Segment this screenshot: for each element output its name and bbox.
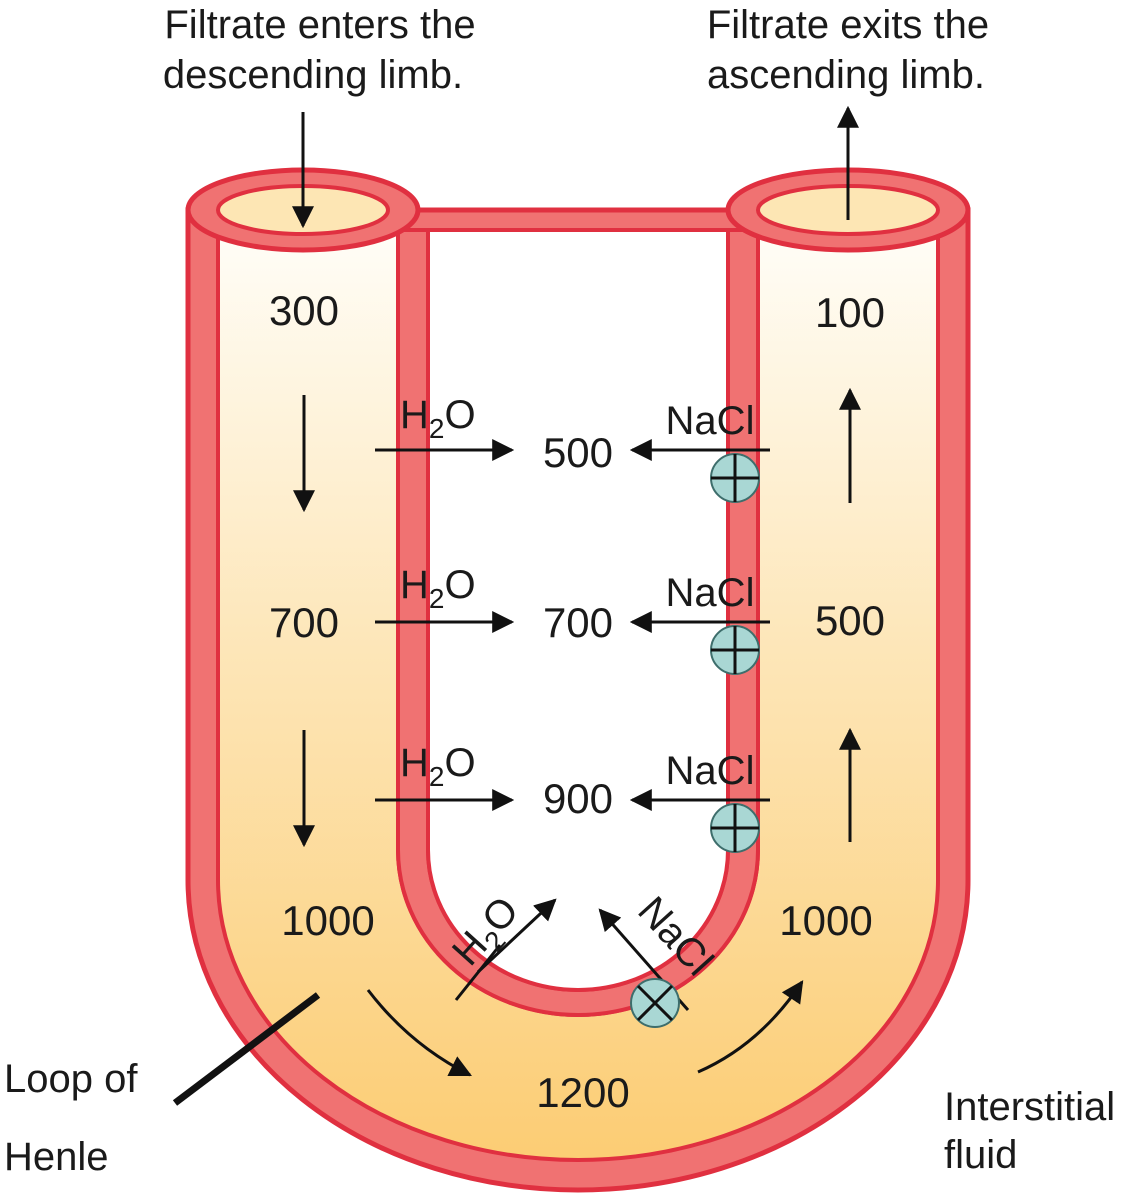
ascending-concentration: 500	[815, 597, 885, 644]
nacl-flux: NaCl	[629, 571, 770, 633]
svg-text:H2O: H2O	[400, 563, 476, 614]
svg-text:NaCl: NaCl	[666, 749, 755, 793]
bottom-flow-arrow	[697, 980, 804, 1074]
active-transport-pump-icon	[710, 803, 760, 853]
svg-text:H2O: H2O	[400, 393, 476, 444]
interstitial-concentration: 700	[543, 599, 613, 646]
exit-caption-line2: ascending limb.	[707, 53, 985, 97]
svg-text:NaCl: NaCl	[666, 571, 755, 615]
ascending-concentration: 1000	[779, 897, 872, 944]
interstitial-fluid-caption-line1: Interstitial	[944, 1085, 1115, 1129]
descending-concentration: 300	[269, 287, 339, 334]
water-flux: H2O	[375, 563, 515, 633]
bottom-flow-arrow	[366, 989, 472, 1077]
nacl-flux: NaCl	[629, 749, 770, 811]
loop-of-henle-caption-line2: Henle	[4, 1135, 109, 1179]
loop-pointer-line	[172, 992, 321, 1106]
interstitial-fluid-caption-line2: fluid	[944, 1133, 1017, 1177]
active-transport-pump-icon	[710, 625, 760, 675]
enter-caption-line1: Filtrate enters the	[164, 3, 475, 47]
passive-channel-icon	[630, 978, 680, 1028]
nacl-flux: NaCl	[629, 399, 770, 461]
loop-of-henle-caption-line1: Loop of	[4, 1057, 138, 1101]
enter-caption-line2: descending limb.	[163, 53, 463, 97]
interstitial-concentration: 900	[543, 775, 613, 822]
descending-concentration: 1000	[281, 897, 374, 944]
descending-concentration: 700	[269, 599, 339, 646]
bottom-concentration: 1200	[536, 1069, 629, 1116]
water-flux: H2O	[375, 393, 515, 461]
water-flux: H2O	[375, 741, 515, 811]
interstitial-concentration: 500	[543, 429, 613, 476]
ascending-concentration: 100	[815, 289, 885, 336]
exit-caption-line1: Filtrate exits the	[707, 3, 989, 47]
active-transport-pump-icon	[710, 453, 760, 503]
svg-text:NaCl: NaCl	[666, 399, 755, 443]
svg-text:H2O: H2O	[400, 741, 476, 792]
